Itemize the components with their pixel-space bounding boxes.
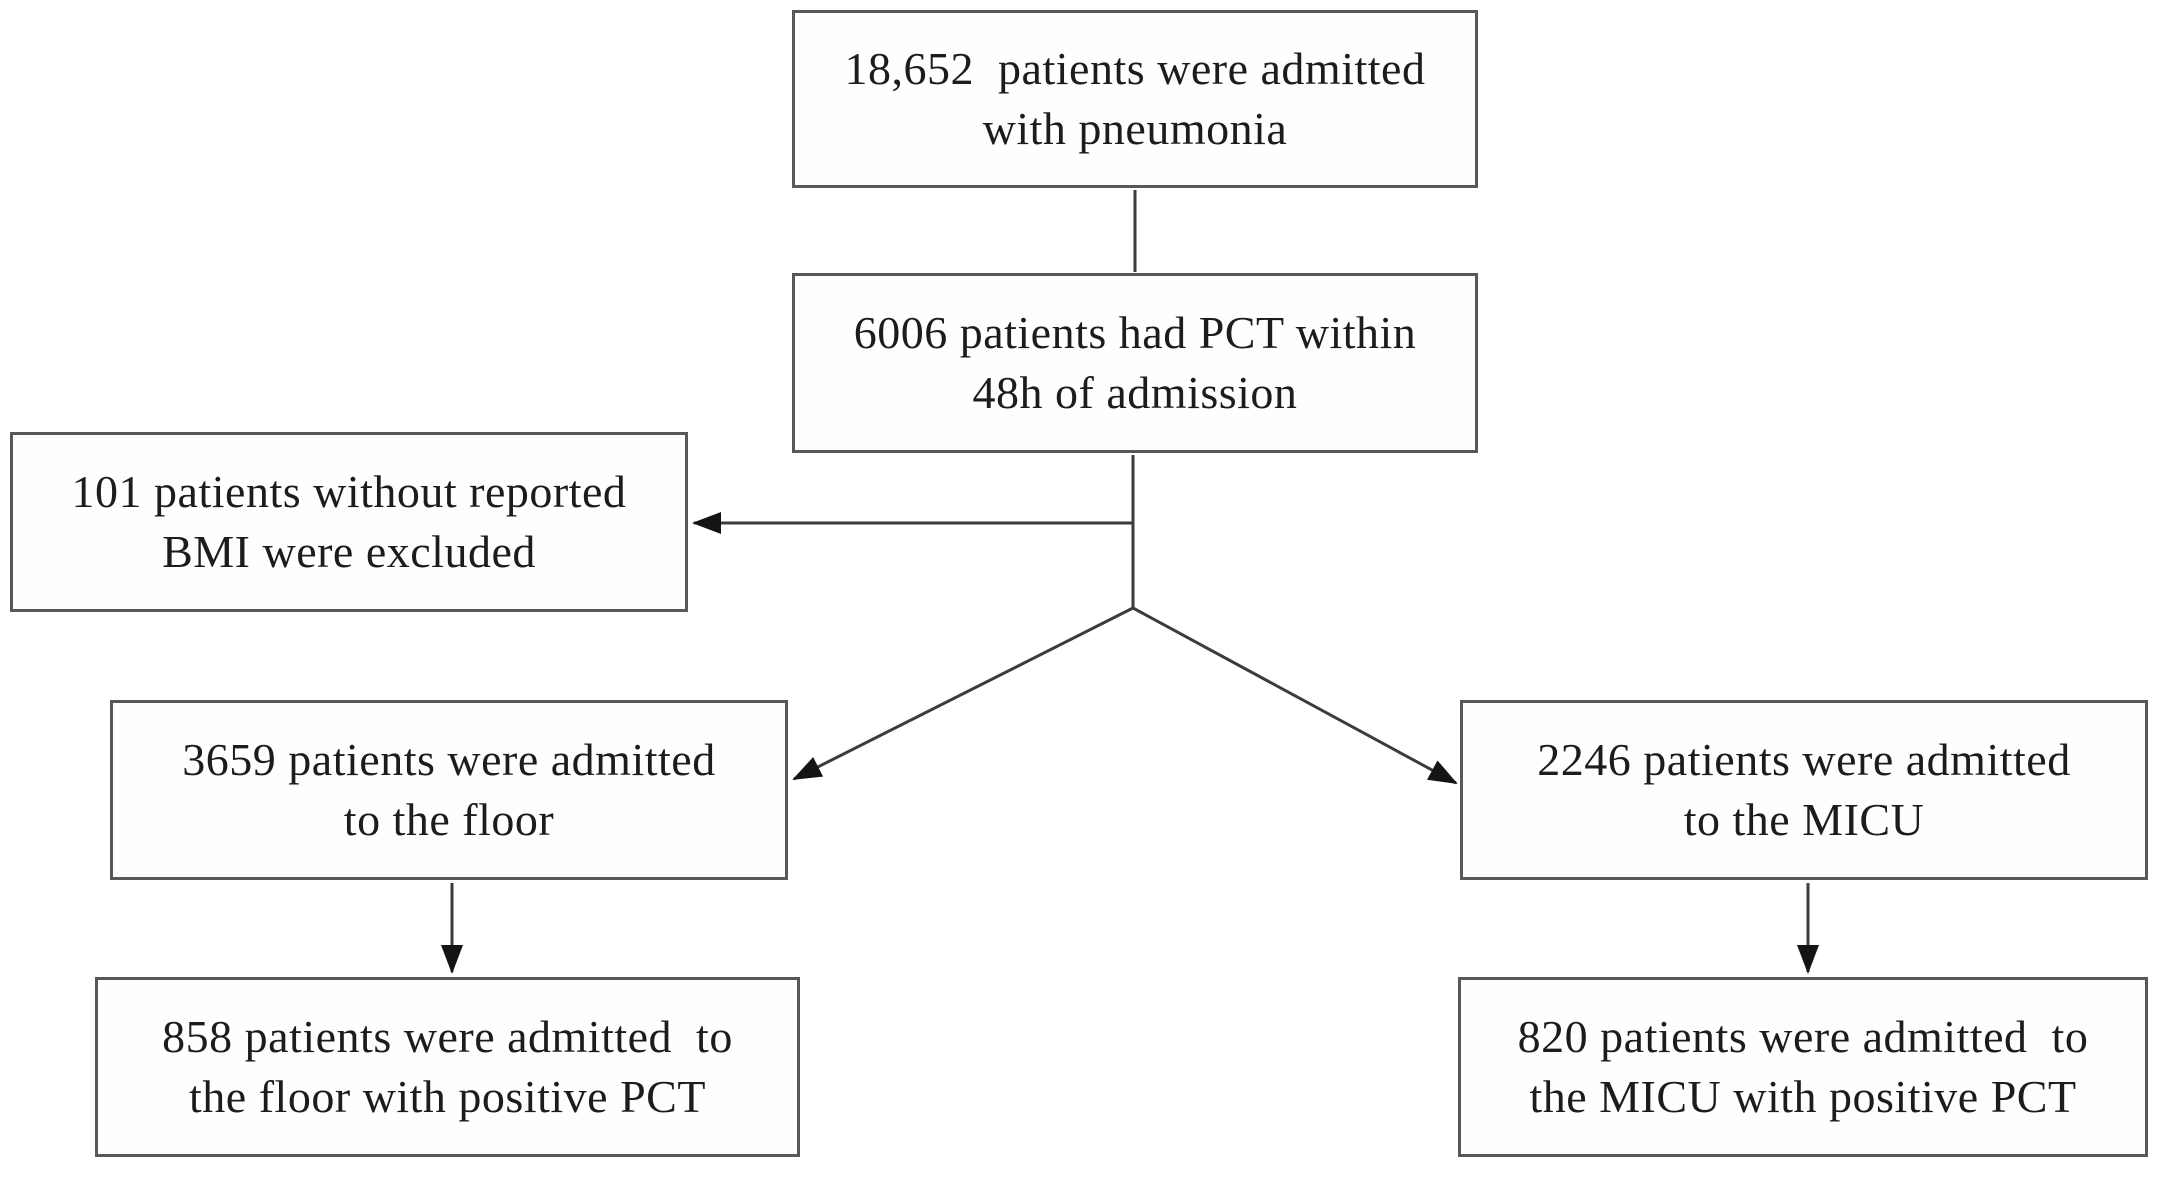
box-pneumonia-admissions: 18,652 patients were admitted with pneum…	[792, 10, 1478, 188]
box-micu-admissions-text: 2246 patients were admitted to the MICU	[1537, 734, 2071, 845]
box-floor-positive-pct-text: 858 patients were admitted to the floor …	[162, 1011, 733, 1122]
box-micu-positive-pct-text: 820 patients were admitted to the MICU w…	[1517, 1011, 2089, 1122]
box-pct-within-48h: 6006 patients had PCT within 48h of admi…	[792, 273, 1478, 453]
box-floor-positive-pct: 858 patients were admitted to the floor …	[95, 977, 800, 1157]
box-floor-admissions: 3659 patients were admitted to the floor	[110, 700, 788, 880]
box-micu-admissions: 2246 patients were admitted to the MICU	[1460, 700, 2148, 880]
box-pct-within-48h-text: 6006 patients had PCT within 48h of admi…	[853, 307, 1417, 418]
box-floor-admissions-text: 3659 patients were admitted to the floor	[182, 734, 716, 845]
connector-pct-to-floor	[792, 606, 1134, 781]
box-micu-positive-pct: 820 patients were admitted to the MICU w…	[1458, 977, 2148, 1157]
connector-pct-to-micu	[1132, 606, 1458, 785]
box-excluded-no-bmi: 101 patients without reported BMI were e…	[10, 432, 688, 612]
box-pneumonia-admissions-text: 18,652 patients were admitted with pneum…	[844, 43, 1426, 154]
box-excluded-no-bmi-text: 101 patients without reported BMI were e…	[71, 466, 627, 577]
